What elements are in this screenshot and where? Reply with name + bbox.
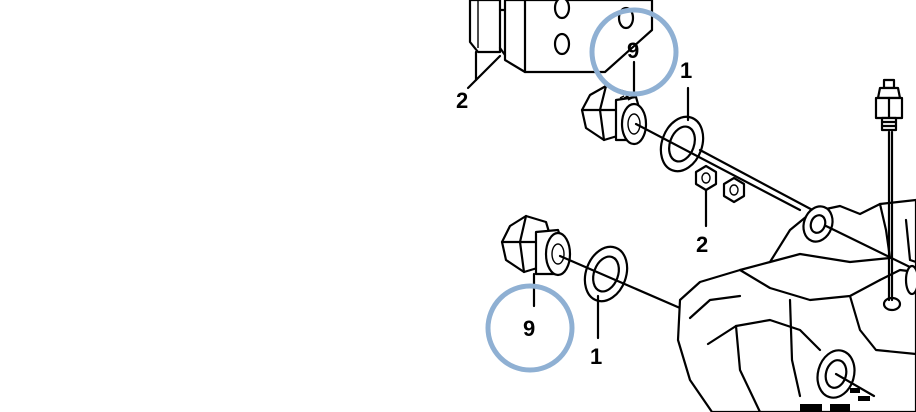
upper-bracket [468, 0, 654, 74]
lower-washer [583, 245, 629, 303]
callout-2-upper: 2 [456, 50, 502, 113]
callout-label: 2 [456, 88, 468, 113]
callout-label: 1 [590, 344, 602, 369]
callout-1-upper: 1 [680, 58, 692, 122]
callout-label: 2 [696, 232, 708, 257]
lower-bolt-axis [558, 254, 682, 310]
highlight-circle-lower [485, 283, 575, 373]
upper-nut-assembly [580, 84, 648, 146]
grease-nipple [874, 78, 904, 302]
main-arm-casting [676, 198, 916, 412]
lower-nut-assembly [500, 214, 572, 277]
callout-label: 9 [627, 38, 639, 63]
callout-label: 9 [523, 316, 535, 341]
callout-9-upper: 9 [627, 38, 639, 96]
callout-1-lower: 1 [590, 294, 602, 369]
upper-bolt-axis [634, 122, 822, 216]
callout-2-middle: 2 [696, 188, 708, 257]
small-nuts [694, 164, 746, 204]
callout-label: 1 [680, 58, 692, 83]
callout-9-lower: 9 [523, 272, 535, 341]
highlight-circle-upper [589, 7, 679, 97]
